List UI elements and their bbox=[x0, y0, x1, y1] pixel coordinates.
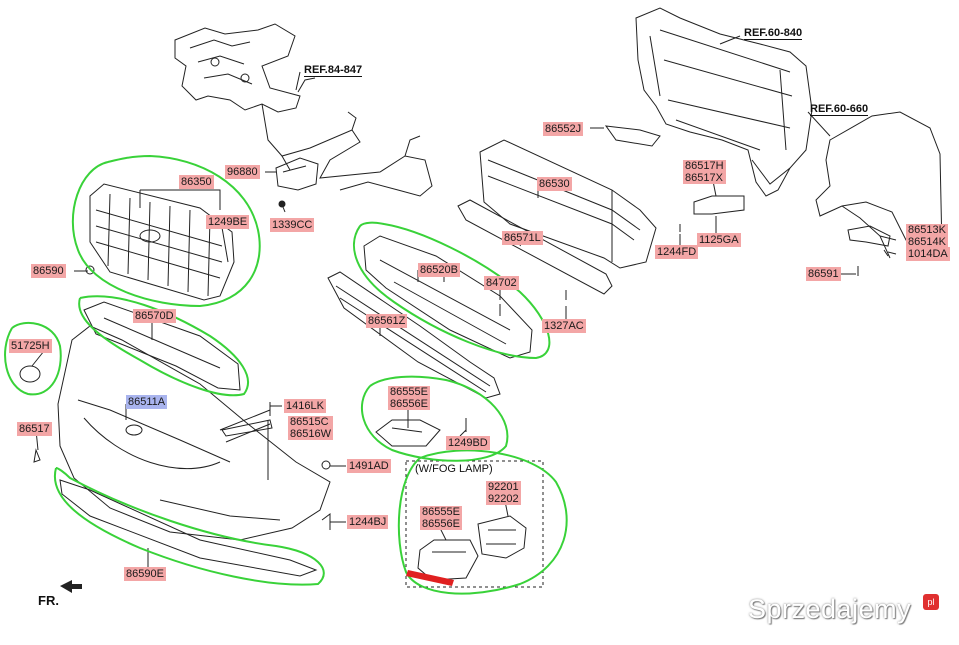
lower-valance-drawing bbox=[59, 479, 318, 577]
part-label-pair: 86513K 86514K bbox=[906, 224, 948, 248]
ref-label-60-660: REF.60-660 bbox=[810, 103, 869, 116]
part-label-pair: 86555E 86556E bbox=[420, 506, 462, 530]
bracket-86552J-drawing bbox=[604, 125, 661, 147]
part-label: 86520B bbox=[418, 263, 460, 277]
fog-lamp-92201-drawing bbox=[477, 515, 527, 559]
part-label: 96880 bbox=[225, 165, 260, 179]
fender-drawing bbox=[815, 111, 943, 261]
part-label: 86591 bbox=[806, 267, 841, 281]
fog-lamp-box bbox=[405, 460, 544, 588]
bracket-96880-drawing bbox=[275, 157, 319, 191]
part-label-pair: 86555E 86556E bbox=[388, 386, 430, 410]
part-label: 1327AC bbox=[542, 319, 586, 333]
part-label: 86516W bbox=[290, 428, 331, 440]
part-label: 86350 bbox=[179, 175, 214, 189]
part-label: 86517 bbox=[17, 422, 52, 436]
part-label: 1249BD bbox=[446, 436, 490, 450]
part-label: 1014DA bbox=[906, 247, 950, 261]
part-label-pair: 86515C 86516W bbox=[288, 416, 333, 440]
part-label: 1244BJ bbox=[347, 515, 389, 529]
bracket-86517-drawing bbox=[693, 195, 745, 215]
highlight-circle-fog-cover bbox=[361, 375, 509, 462]
part-label: 86513K bbox=[908, 224, 946, 236]
part-label: 92202 bbox=[488, 493, 519, 505]
highlight-circle-absorber bbox=[352, 221, 551, 360]
fog-cover-top-drawing bbox=[375, 419, 441, 447]
part-label: 86514K bbox=[908, 236, 946, 248]
part-label: 86590E bbox=[124, 567, 166, 581]
fog-lamp-title: (W/FOG LAMP) bbox=[415, 463, 493, 475]
watermark-badge: pl bbox=[923, 594, 939, 610]
highlight-circle-emblem bbox=[4, 321, 62, 396]
highlight-circle-fog-lamp bbox=[397, 449, 568, 595]
radiator-grille-drawing bbox=[89, 183, 235, 301]
cowl-crossmember-drawing bbox=[174, 23, 433, 197]
part-label: 86552J bbox=[543, 122, 584, 136]
part-label: 86515C bbox=[290, 416, 329, 428]
watermark-text: Sprzedajemy bbox=[748, 594, 912, 624]
ref-label-60-840: REF.60-840 bbox=[744, 27, 803, 40]
beam-plate-86571L-drawing bbox=[457, 199, 613, 295]
bumper-cover-drawing bbox=[57, 325, 331, 541]
part-label: 1244FD bbox=[655, 245, 699, 259]
fog-cover-bottom-drawing bbox=[417, 539, 479, 581]
part-label: 86590 bbox=[31, 264, 66, 278]
part-label-highlighted: 86511A bbox=[126, 395, 168, 409]
part-label: 86530 bbox=[537, 177, 572, 191]
part-label: 86517X bbox=[685, 172, 723, 184]
absorber-86520B-drawing bbox=[363, 235, 533, 359]
part-label: 86517H bbox=[685, 160, 724, 172]
bracket-86513K-drawing bbox=[847, 225, 891, 247]
part-label: 84702 bbox=[484, 276, 519, 290]
red-mark bbox=[406, 570, 454, 586]
part-label: 1125GA bbox=[697, 233, 741, 247]
part-label-pair: 86517H 86517X bbox=[683, 160, 726, 184]
part-label-pair: 92201 92202 bbox=[486, 481, 521, 505]
part-label: 86556E bbox=[390, 398, 428, 410]
part-label: 86571L bbox=[502, 231, 543, 245]
radiator-support-drawing bbox=[635, 7, 813, 197]
part-label: 86561Z bbox=[366, 314, 408, 328]
part-label: 1339CC bbox=[270, 218, 315, 232]
part-label: 86570D bbox=[133, 309, 176, 323]
emblem-51725H-drawing bbox=[19, 365, 41, 383]
bumper-beam-drawing bbox=[479, 139, 657, 269]
part-label: 1416LK bbox=[284, 399, 326, 413]
part-label: 1491AD bbox=[347, 459, 391, 473]
lower-grille-86561Z-drawing bbox=[327, 271, 501, 399]
direction-label: FR. bbox=[38, 593, 59, 608]
part-label: 86555E bbox=[422, 506, 460, 518]
fr-arrow-icon bbox=[60, 580, 82, 593]
part-label: 86556E bbox=[422, 518, 460, 530]
highlight-circle-valance bbox=[53, 467, 325, 586]
part-label: 51725H bbox=[9, 339, 52, 353]
part-label: 1249BE bbox=[206, 215, 250, 229]
ref-label-84-847: REF.84-847 bbox=[304, 64, 363, 77]
highlight-circle-grille bbox=[71, 154, 261, 308]
part-label: 92201 bbox=[488, 481, 519, 493]
part-label: 86555E bbox=[390, 386, 428, 398]
